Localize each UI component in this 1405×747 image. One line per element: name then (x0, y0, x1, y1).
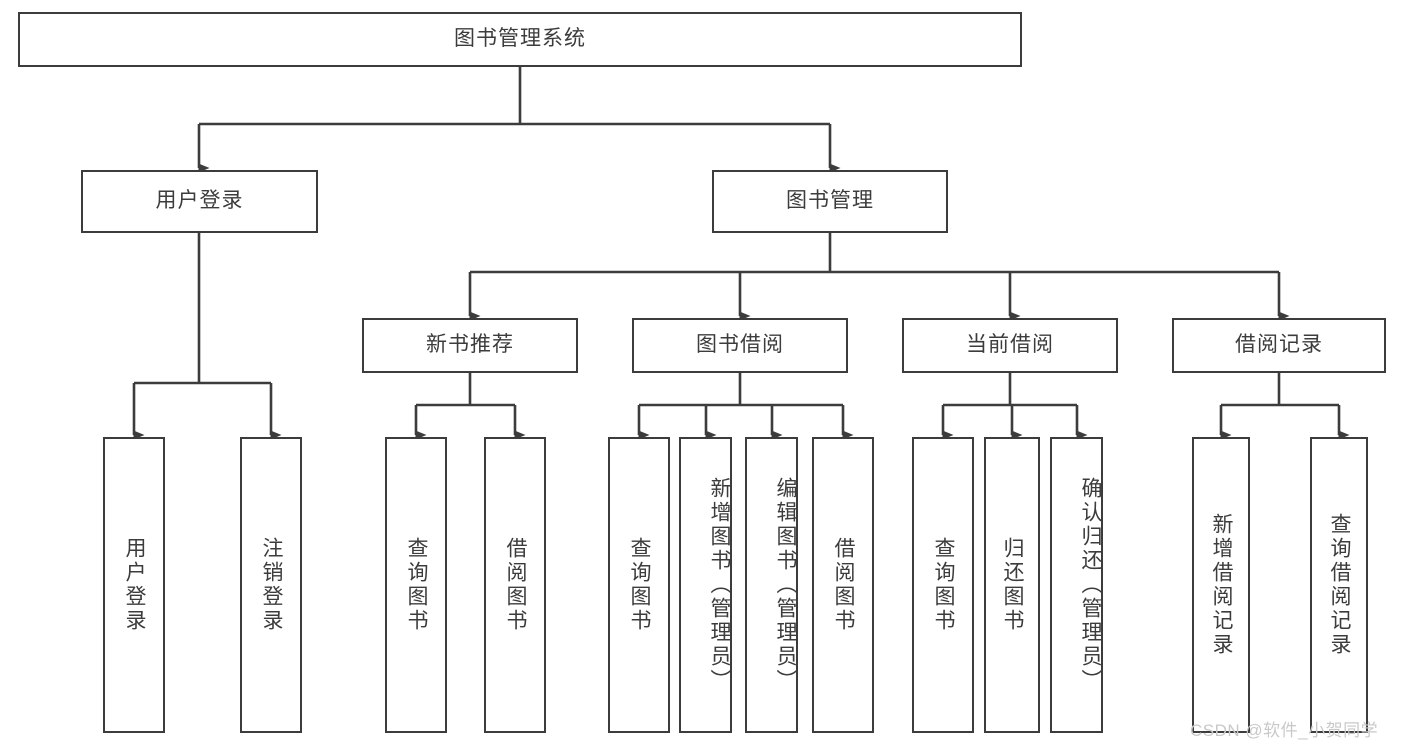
node-new-book-recommend[interactable]: 新书推荐 (362, 318, 578, 373)
node-borrow-record[interactable]: 借阅记录 (1172, 318, 1386, 373)
node-book-borrow-label: 图书借阅 (696, 333, 784, 357)
csdn-watermark: CSDN @软件_小贺同学 (1190, 721, 1379, 740)
node-leaf-return-book-label: 归还图书 (1001, 537, 1025, 633)
node-leaf-query-book-borrow-label: 查询图书 (628, 537, 652, 633)
node-leaf-query-borrow-record-label: 查询借阅记录 (1328, 513, 1352, 657)
node-leaf-borrow-book-recommend-label: 借阅图书 (504, 537, 528, 633)
node-leaf-query-borrow-record[interactable]: 查询借阅记录 (1310, 437, 1368, 733)
node-root-label: 图书管理系统 (454, 27, 586, 51)
node-current-borrow[interactable]: 当前借阅 (902, 318, 1118, 373)
node-leaf-user-logout-label: 注销登录 (260, 537, 284, 633)
node-borrow-record-label: 借阅记录 (1235, 333, 1323, 357)
node-user-login[interactable]: 用户登录 (81, 170, 318, 233)
node-leaf-return-book[interactable]: 归还图书 (984, 437, 1040, 733)
node-leaf-borrow-book[interactable]: 借阅图书 (812, 437, 874, 733)
node-leaf-add-borrow-record-label: 新增借阅记录 (1210, 513, 1234, 657)
node-leaf-user-logout[interactable]: 注销登录 (240, 437, 302, 733)
node-leaf-query-book-recommend[interactable]: 查询图书 (385, 437, 447, 733)
node-leaf-query-book-current-label: 查询图书 (932, 537, 956, 633)
node-leaf-query-book-borrow[interactable]: 查询图书 (608, 437, 670, 733)
node-leaf-query-book-recommend-label: 查询图书 (405, 537, 429, 633)
node-leaf-borrow-book-recommend[interactable]: 借阅图书 (484, 437, 546, 733)
node-leaf-add-book[interactable]: 新增图书（管理员） (679, 437, 732, 733)
node-leaf-add-borrow-record[interactable]: 新增借阅记录 (1192, 437, 1250, 733)
node-leaf-edit-book[interactable]: 编辑图书（管理员） (745, 437, 798, 733)
node-leaf-user-login-label: 用户登录 (123, 537, 147, 633)
node-current-borrow-label: 当前借阅 (966, 333, 1054, 357)
node-new-book-recommend-label: 新书推荐 (426, 333, 514, 357)
node-leaf-edit-book-label: 编辑图书（管理员） (774, 477, 797, 693)
node-leaf-user-login[interactable]: 用户登录 (103, 437, 165, 733)
node-book-manage[interactable]: 图书管理 (712, 170, 948, 233)
node-user-login-label: 用户登录 (155, 189, 244, 213)
node-leaf-confirm-return[interactable]: 确认归还（管理员） (1050, 437, 1103, 733)
node-book-manage-label: 图书管理 (786, 189, 874, 213)
node-leaf-confirm-return-label: 确认归还（管理员） (1079, 477, 1102, 693)
node-leaf-add-book-label: 新增图书（管理员） (708, 477, 731, 693)
node-root[interactable]: 图书管理系统 (18, 12, 1022, 67)
node-leaf-query-book-current[interactable]: 查询图书 (912, 437, 974, 733)
node-book-borrow[interactable]: 图书借阅 (632, 318, 848, 373)
node-leaf-borrow-book-label: 借阅图书 (832, 537, 856, 633)
